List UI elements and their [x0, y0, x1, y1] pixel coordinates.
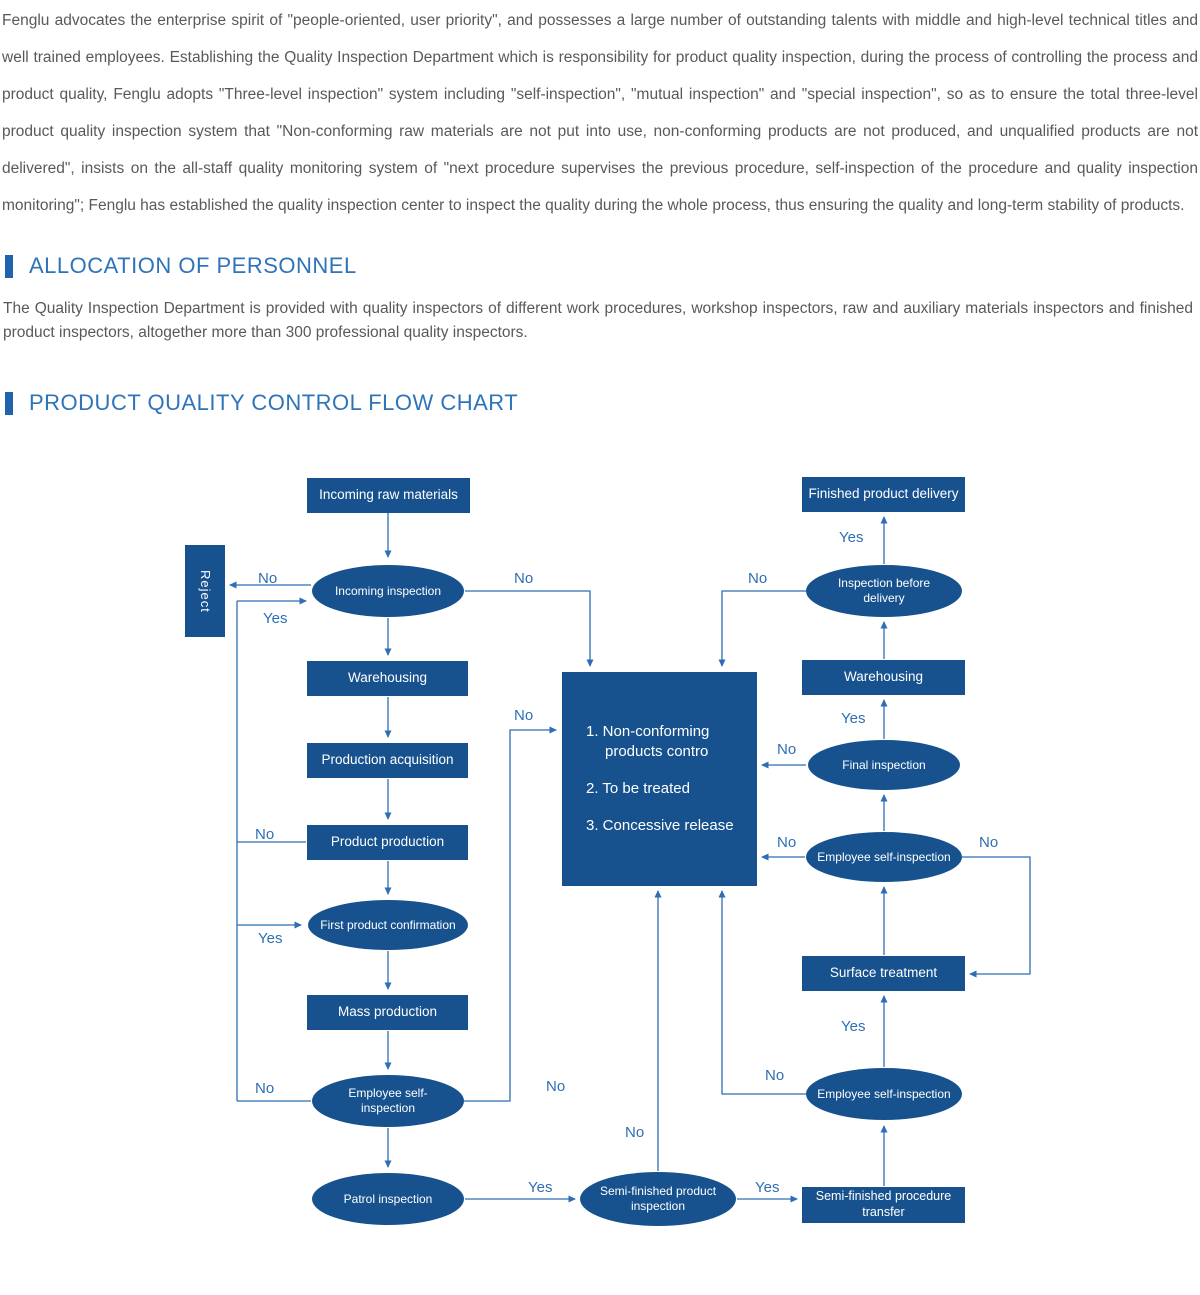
- section-heading-personnel: ALLOCATION OF PERSONNEL: [5, 253, 357, 279]
- edge-label: No: [625, 1124, 645, 1141]
- edge-label: No: [748, 570, 768, 587]
- edge-label: No: [777, 834, 797, 851]
- node-surface-treatment: Surface treatment: [802, 956, 965, 991]
- edge-label: Yes: [755, 1179, 780, 1196]
- node-warehousing-left: Warehousing: [307, 661, 468, 696]
- node-incoming-raw-materials: Incoming raw materials: [307, 478, 470, 513]
- control-box-item: 1. Non-conforming products contro: [586, 722, 710, 760]
- node-production-acquisition: Production acquisition: [307, 743, 468, 778]
- edge-label: Yes: [841, 710, 866, 727]
- edge-label: No: [765, 1067, 785, 1084]
- node-non-conforming-control-box: 1. Non-conforming products contro 2. To …: [562, 672, 757, 886]
- node-incoming-inspection: Incoming inspection: [312, 565, 464, 617]
- section-title: PRODUCT QUALITY CONTROL FLOW CHART: [29, 390, 519, 415]
- edge-label: No: [546, 1078, 566, 1095]
- node-inspection-before-delivery: Inspection before delivery: [806, 565, 962, 617]
- heading-bar: [5, 254, 13, 278]
- node-reject: Reject: [185, 545, 225, 637]
- node-employee-self-inspection-left: Employee self-inspection: [312, 1075, 464, 1127]
- edge-label: No: [255, 1080, 275, 1097]
- node-final-inspection: Final inspection: [808, 740, 960, 790]
- heading-bar: [5, 391, 13, 415]
- edge-label: No: [979, 834, 999, 851]
- node-patrol-inspection: Patrol inspection: [312, 1173, 464, 1225]
- edge-label: No: [514, 570, 534, 587]
- edge-label: No: [514, 707, 534, 724]
- edge-label: No: [777, 741, 797, 758]
- node-finished-product-delivery: Finished product delivery: [802, 477, 965, 512]
- section-title: ALLOCATION OF PERSONNEL: [29, 253, 357, 278]
- section-heading-flowchart: PRODUCT QUALITY CONTROL FLOW CHART: [5, 390, 518, 416]
- edge-label: Yes: [258, 930, 283, 947]
- edge-label: No: [255, 826, 275, 843]
- node-semi-finished-product-inspection: Semi-finished product inspection: [580, 1172, 736, 1226]
- node-mass-production: Mass production: [307, 995, 468, 1030]
- personnel-paragraph: The Quality Inspection Department is pro…: [3, 300, 1193, 341]
- edge-label: No: [258, 570, 278, 587]
- node-warehousing-right: Warehousing: [802, 660, 965, 695]
- node-product-production: Product production: [307, 825, 468, 860]
- node-employee-self-inspection-lower-right: Employee self-inspection: [806, 1068, 962, 1120]
- node-semi-finished-procedure-transfer: Semi-finished procedure transfer: [802, 1187, 965, 1223]
- intro-paragraph: Fenglu advocates the enterprise spirit o…: [2, 12, 1198, 214]
- node-employee-self-inspection-upper-right: Employee self-inspection: [806, 832, 962, 882]
- node-first-product-confirmation: First product confirmation: [308, 900, 468, 950]
- edge-label: Yes: [263, 610, 288, 627]
- edge-label: Yes: [528, 1179, 553, 1196]
- edge-label: Yes: [839, 529, 864, 546]
- edge-label: Yes: [841, 1018, 866, 1035]
- control-box-item: 3. Concessive release: [586, 817, 734, 835]
- control-box-item: 2. To be treated: [586, 780, 690, 797]
